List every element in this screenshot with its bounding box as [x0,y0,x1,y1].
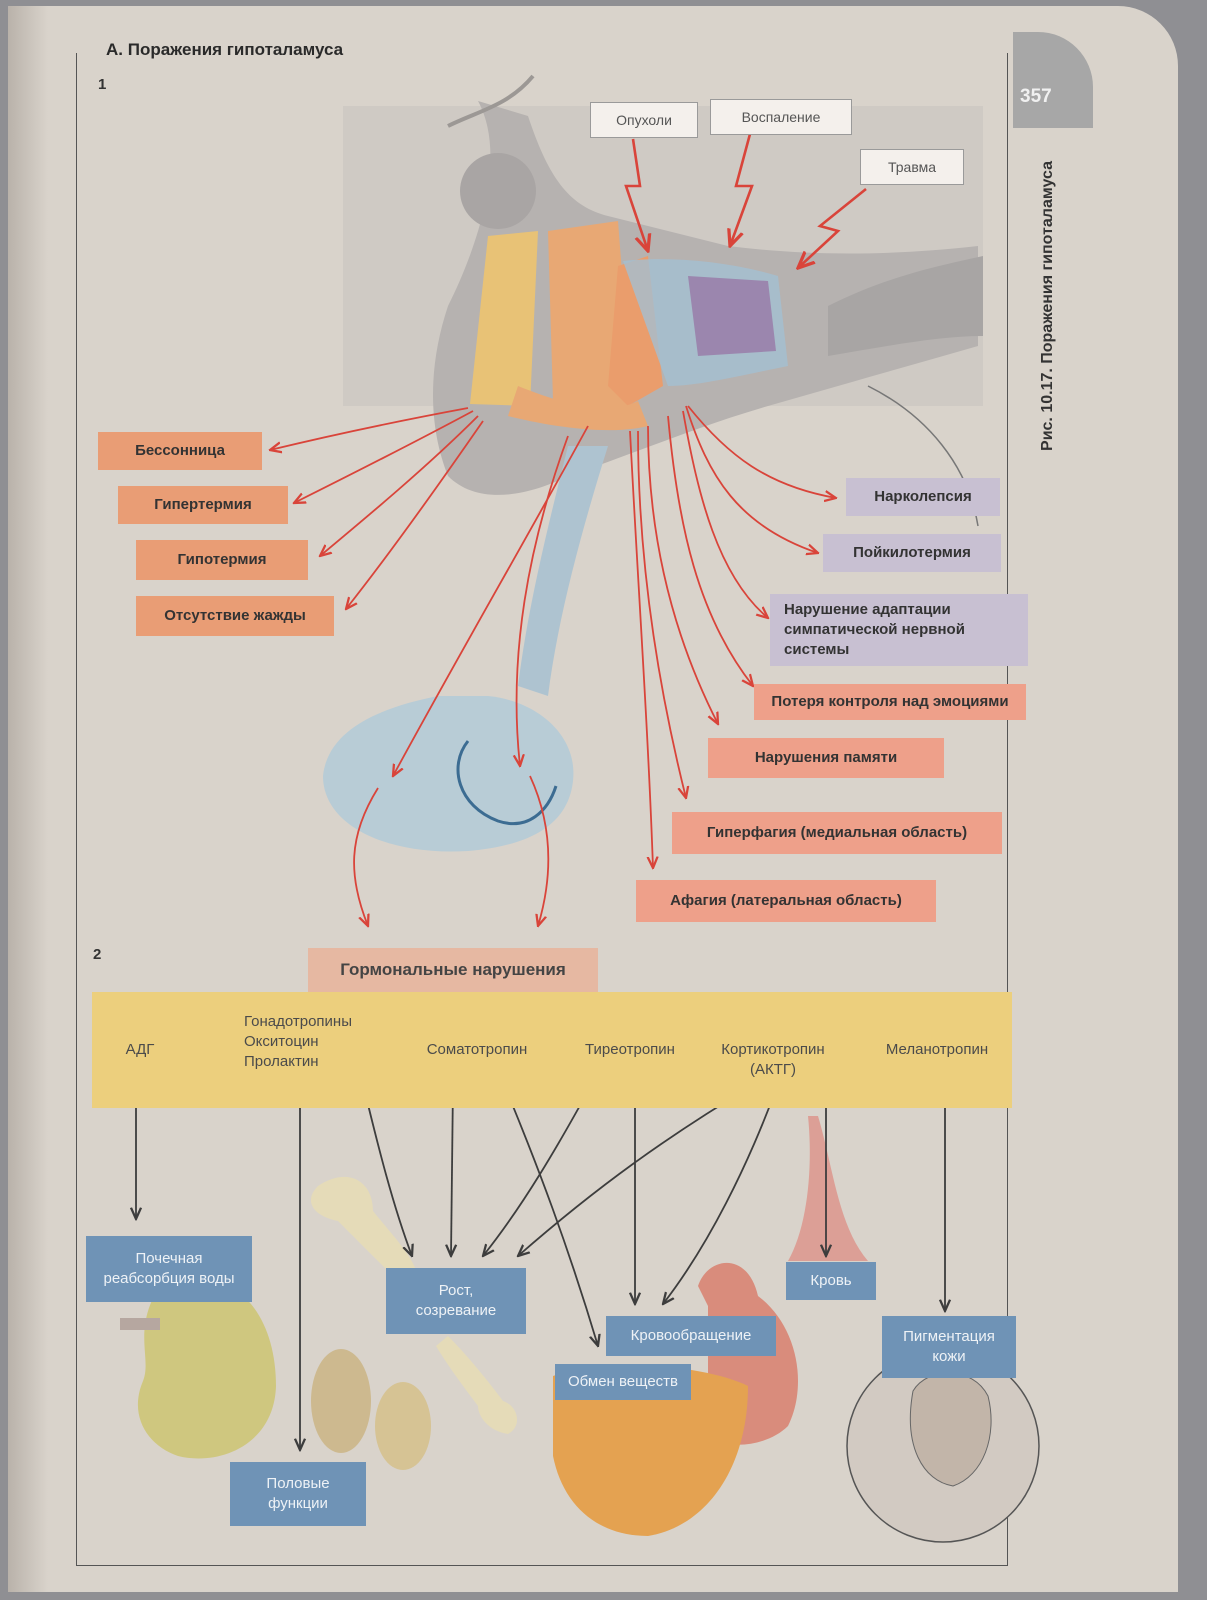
effect-poikilothermia: Пойкилотермия [823,534,1001,572]
effect-hypothermia: Гипотермия [136,540,308,580]
book-page: А. Поражения гипоталамуса 357 Рис. 10.17… [8,6,1178,1592]
hormone-corticotropin: Кортикотропин (АКТГ) [721,1041,825,1078]
cause-inflammation: Воспаление [710,99,852,135]
panel-number-1: 1 [98,76,107,93]
target-metabolism: Обмен веществ [555,1364,691,1400]
panel-number-2: 2 [93,946,102,963]
cause-arrows [624,133,867,268]
figure-caption: Рис. 10.17. Поражения гипоталамуса [1039,161,1056,451]
effect-arrows [270,405,836,926]
effect-narcolepsy: Нарколепсия [846,478,1000,516]
hormone-thyrotropin: Тиреотропин [585,1041,675,1058]
target-circulation: Кровообращение [606,1316,776,1356]
hormone-adh: АДГ [125,1041,155,1058]
hormone-melanotropin: Меланотропин [885,1041,989,1058]
effect-no-thirst: Отсутствие жажды [136,596,334,636]
section-title: А. Поражения гипоталамуса [100,40,354,60]
target-sexual-functions: Половые функции [230,1462,366,1526]
target-renal-water-reabsorption: Почечная реабсорбция воды [86,1236,252,1302]
target-growth-maturation: Рост, созревание [386,1268,526,1334]
cause-trauma: Травма [860,149,964,185]
effect-insomnia: Бессонница [98,432,262,470]
book-spine [8,6,48,1592]
hormone-somatotropin: Соматотропин [426,1041,528,1058]
hormone-band [92,992,1012,1108]
page-number: 357 [1020,86,1052,107]
illustration-layer [120,74,1040,1543]
target-blood: Кровь [786,1262,876,1300]
hormone-gonadotropins: Гонадотропины Окситоцин Пролактин [244,1013,352,1070]
hormonal-disorders-title: Гормональные нарушения [308,948,598,995]
cause-tumors: Опухоли [590,102,698,138]
figure-frame [76,53,1008,1566]
organ-illustrations [120,1116,1040,1543]
hypothalamus-illustration [323,74,983,852]
effect-hyperphagia: Гиперфагия (медиальная область) [672,812,1002,854]
effect-memory: Нарушения памяти [708,738,944,778]
effect-aphagia: Афагия (латеральная область) [636,880,936,922]
target-skin-pigmentation: Пигментация кожи [882,1316,1016,1378]
effect-sympathetic-adaptation: Нарушение адаптации симпатической нервно… [770,594,1028,666]
effect-hyperthermia: Гипертермия [118,486,288,524]
effect-emotion-control: Потеря контроля над эмоциями [754,684,1026,720]
